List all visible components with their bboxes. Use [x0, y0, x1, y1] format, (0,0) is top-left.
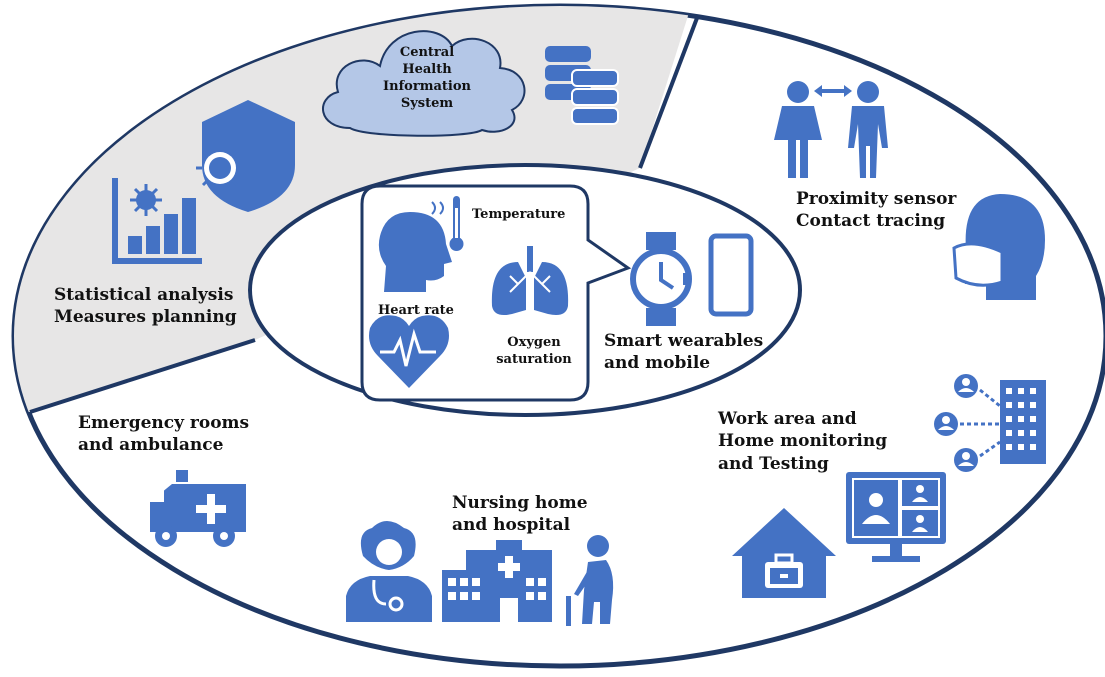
heart-rate-icon: [369, 315, 449, 388]
nursing-label-line2: and hospital: [452, 515, 571, 536]
divider-top: [638, 17, 699, 169]
smartwatch-icon: [630, 232, 692, 326]
emergency-label-line2: and ambulance: [78, 435, 224, 456]
work-label-line3: and Testing: [718, 453, 829, 474]
masked-head-icon: [952, 194, 1045, 300]
wearables-label-line2: and mobile: [604, 353, 711, 374]
work-label-line1: Work area and: [718, 409, 857, 429]
cloud-label: Central Health Information System: [365, 44, 489, 113]
cloud-label-line1: Central: [399, 45, 455, 60]
chart-virus-icon: [112, 178, 202, 264]
oxygen-label-line1: Oxygen: [507, 335, 561, 350]
temperature-label: Temperature: [472, 207, 566, 222]
statistical-label-line1: Statistical analysis: [54, 285, 234, 305]
ambulance-icon: [150, 470, 246, 547]
proximity-label-line2: Contact tracing: [796, 211, 946, 232]
nursing-label-line1: Nursing home: [452, 493, 588, 513]
remote-workers-icon: [934, 374, 1046, 472]
statistical-label: Statistical analysis Measures planning: [54, 284, 237, 329]
lungs-icon: [491, 246, 569, 315]
oxygen-label: Oxygen saturation: [492, 334, 576, 368]
people-distance-icon: [774, 81, 888, 178]
nursing-label: Nursing home and hospital: [452, 492, 588, 537]
wearables-label: Smart wearables and mobile: [604, 330, 763, 375]
smartphone-icon: [708, 233, 754, 317]
wearables-label-line1: Smart wearables: [604, 331, 764, 351]
heart-rate-label: Heart rate: [378, 303, 454, 318]
database-icon: [545, 46, 619, 125]
statistical-label-line2: Measures planning: [54, 307, 237, 328]
hospital-icon: [442, 540, 552, 622]
virus-shield-icon: [196, 100, 295, 212]
elderly-person-icon: [566, 535, 614, 626]
person-temperature-icon: [378, 196, 464, 292]
emergency-label: Emergency rooms and ambulance: [78, 412, 249, 457]
cloud-label-line3: System: [400, 96, 454, 112]
emergency-label-line1: Emergency rooms: [78, 413, 250, 433]
doctor-icon: [346, 521, 432, 622]
home-icon: [732, 508, 836, 598]
oxygen-label-line2: saturation: [496, 352, 572, 368]
cloud-label-line2: Health Information: [383, 62, 471, 95]
cloud-icon: [322, 30, 526, 137]
proximity-label-line1: Proximity sensor: [796, 189, 957, 209]
divider-left: [29, 338, 256, 414]
video-call-icon: [846, 472, 946, 562]
proximity-label: Proximity sensor Contact tracing: [796, 188, 956, 233]
work-label-line2: Home monitoring: [718, 431, 888, 452]
work-label: Work area and Home monitoring and Testin…: [718, 408, 887, 475]
